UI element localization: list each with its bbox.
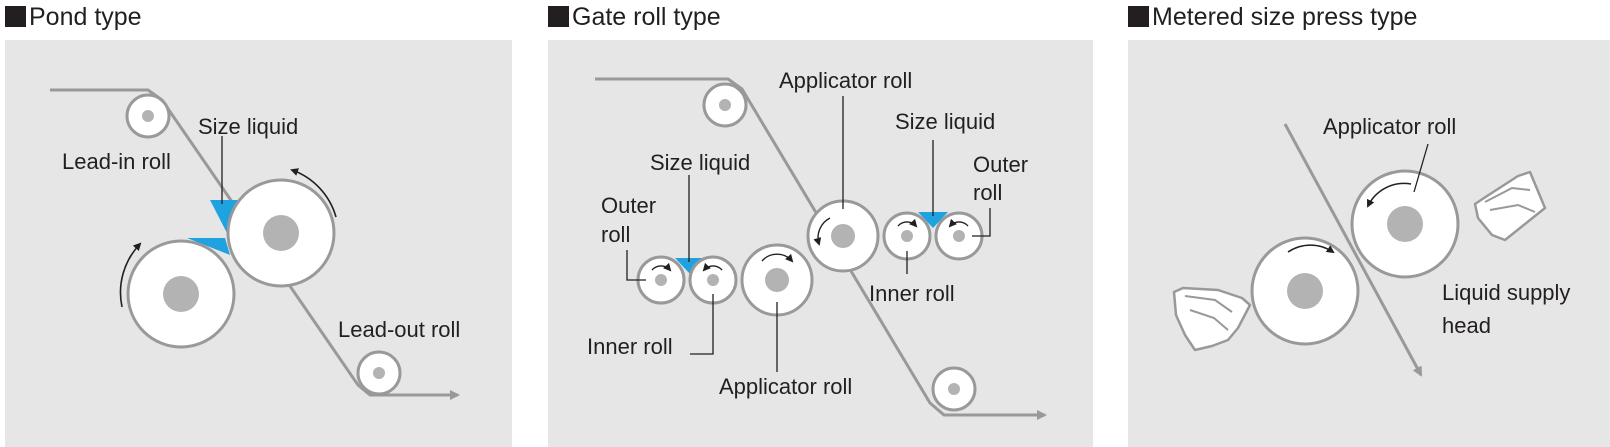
rotation-arrow-icon [813, 217, 831, 246]
gate-roll-type-title: Gate roll type [548, 0, 721, 34]
square-bullet-icon [548, 6, 569, 27]
liquid-supply-head-label: Liquid supply [1442, 280, 1570, 305]
applicator-roll-label: Applicator roll [719, 374, 852, 399]
lead-out-roll [356, 350, 402, 396]
leader-line [690, 294, 714, 355]
lead-in-roll [125, 93, 171, 139]
rotation-arrow-icon [761, 253, 794, 263]
metered-size-press-diagram: Applicator roll Liquid supply head [1172, 114, 1570, 377]
lead-out-roll-label: Lead-out roll [338, 317, 460, 342]
pond-type-diagram: Size liquid Lead-in roll Lead-out roll [50, 88, 460, 400]
leader-line [972, 208, 991, 237]
size-liquid-label: Size liquid [198, 114, 298, 139]
rotation-arrow-icon [119, 242, 142, 308]
applicator-roll-upper [1350, 169, 1460, 279]
rotation-arrow-icon [651, 262, 672, 272]
liquid-supply-head-right [1473, 170, 1547, 242]
applicator-roll-lower [740, 243, 814, 317]
size-liquid-nip-right [918, 212, 948, 228]
lead-in-roll-label: Lead-in roll [62, 149, 171, 174]
lead-out-roll [931, 366, 977, 412]
square-bullet-icon [1128, 6, 1149, 27]
lower-applicator-roll [126, 239, 236, 349]
rotation-arrow-icon [948, 218, 969, 228]
outer-roll-left [636, 255, 686, 305]
outer-roll-label: roll [601, 222, 630, 247]
applicator-roll-label: Applicator roll [779, 68, 912, 93]
rotation-arrow-icon [702, 262, 723, 272]
upper-applicator-roll [226, 178, 336, 288]
outer-roll-label: roll [973, 180, 1002, 205]
rotation-arrow-icon [1287, 244, 1335, 254]
applicator-roll-lower [1250, 236, 1360, 346]
lead-in-roll [702, 82, 748, 128]
pond-type-title: Pond type [5, 0, 142, 34]
square-bullet-icon [5, 6, 26, 27]
size-liquid-label: Size liquid [895, 109, 995, 134]
outer-roll-label: Outer [601, 193, 656, 218]
liquid-supply-head-label: head [1442, 313, 1491, 338]
rotation-arrow-icon [1367, 182, 1412, 208]
liquid-supply-head-left [1172, 286, 1252, 352]
leader-line [626, 250, 646, 281]
leader-line [1413, 143, 1429, 193]
gate-roll-type-diagram: Applicator roll Size liquid Size liquid … [587, 68, 1047, 420]
inner-roll-label: Inner roll [869, 281, 955, 306]
outer-roll-label: Outer [973, 152, 1028, 177]
rotation-arrow-icon [897, 218, 918, 228]
size-liquid-label: Size liquid [650, 150, 750, 175]
outer-roll-right [934, 211, 984, 261]
metered-size-press-type-title-text: Metered size press type [1152, 3, 1418, 31]
paper-web-line [1283, 123, 1423, 377]
pond-type-title-text: Pond type [29, 3, 142, 31]
applicator-roll-label: Applicator roll [1323, 114, 1456, 139]
inner-roll-label: Inner roll [587, 334, 673, 359]
gate-roll-type-title-text: Gate roll type [572, 3, 721, 31]
metered-size-press-type-title: Metered size press type [1128, 0, 1417, 34]
rotation-arrow-icon [290, 168, 337, 218]
